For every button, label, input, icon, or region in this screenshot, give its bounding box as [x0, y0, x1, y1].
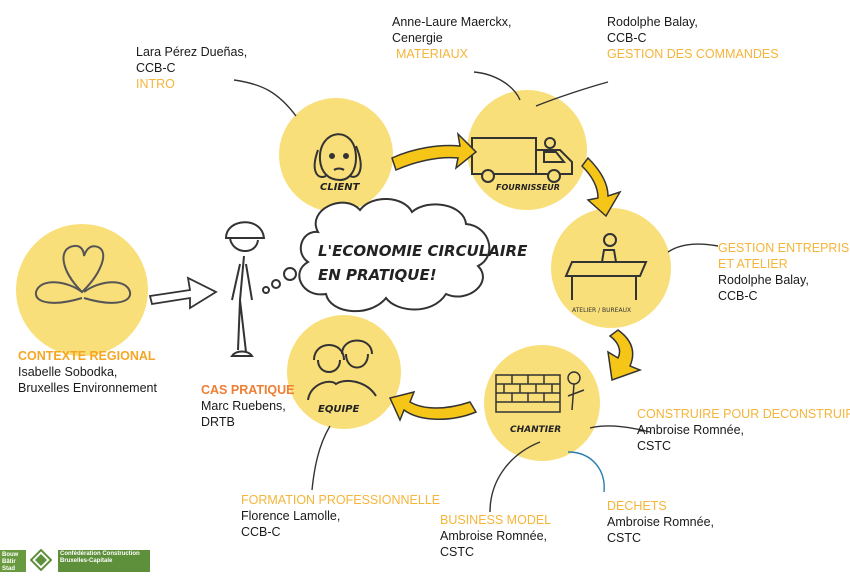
atelier-label: ATELIER / BUREAUX	[572, 307, 631, 314]
arrow-atelier-chantier	[607, 329, 643, 382]
chantier-label: CHANTIER	[510, 425, 561, 435]
workers-icon	[307, 339, 377, 401]
contexte-circle	[16, 224, 148, 356]
heart-leaf-icon	[34, 244, 132, 304]
label-cas-pratique: CAS PRATIQUE Marc Ruebens, DRTB	[201, 383, 295, 429]
ccb-logo: Bouw Bâtir Stad Confédération Constructi…	[0, 546, 150, 576]
chantier-circle	[484, 345, 600, 461]
label-construire: CONSTRUIRE POUR DECONSTRUIRE Ambroise Ro…	[637, 407, 850, 453]
truck-icon	[471, 137, 573, 183]
dechets-connector	[567, 451, 605, 493]
logo-diamond-icon	[30, 549, 52, 571]
label-formation: FORMATION PROFESSIONNELLE Florence Lamol…	[241, 493, 441, 539]
fournisseur-circle	[467, 90, 587, 210]
label-contexte: CONTEXTE REGIONAL Isabelle Sobodka, Brux…	[18, 349, 157, 395]
label-business: BUSINESS MODEL Ambroise Romnée, CSTC	[440, 513, 552, 559]
arrow-chantier-equipe	[388, 390, 478, 422]
label-intro: Lara Pérez Dueñas, CCB-C INTRO	[136, 45, 248, 91]
client-label: CLIENT	[320, 182, 361, 193]
arrow-fournisseur-atelier	[581, 156, 622, 218]
equipe-label: EQUIPE	[318, 404, 360, 415]
fournisseur-label: FOURNISSEUR	[496, 183, 560, 192]
desk-icon	[564, 233, 648, 300]
logo-left-block: Bouw Bâtir Stad	[0, 550, 26, 572]
label-materiaux: Anne-Laure Maerckx, Cenergie MATERIAUX	[392, 15, 512, 61]
atelier-circle	[551, 208, 671, 328]
connector-lines	[233, 71, 719, 513]
label-dechets: DECHETS Ambroise Romnée, CSTC	[607, 499, 714, 545]
client-face-icon	[313, 133, 362, 182]
stick-figure-icon	[224, 221, 266, 357]
arrow-contexte-figure	[148, 276, 218, 310]
label-gestion: GESTION ENTREPRISE ET ATELIER Rodolphe B…	[718, 241, 850, 303]
arrow-client-fournisseur	[391, 131, 478, 172]
brick-wall-icon	[495, 371, 585, 413]
center-title-line2: EN PRATIQUE!	[318, 266, 437, 284]
label-commandes: Rodolphe Balay, CCB-C GESTION DES COMMAN…	[607, 15, 779, 61]
thought-bubble	[262, 197, 491, 312]
center-title-line1: L'ECONOMIE CIRCULAIRE	[318, 242, 528, 260]
client-circle	[279, 98, 393, 212]
cycle-arrows	[388, 131, 643, 422]
logo-right-block: Confédération Construction Bruxelles-Cap…	[58, 550, 150, 572]
equipe-circle	[287, 315, 401, 429]
